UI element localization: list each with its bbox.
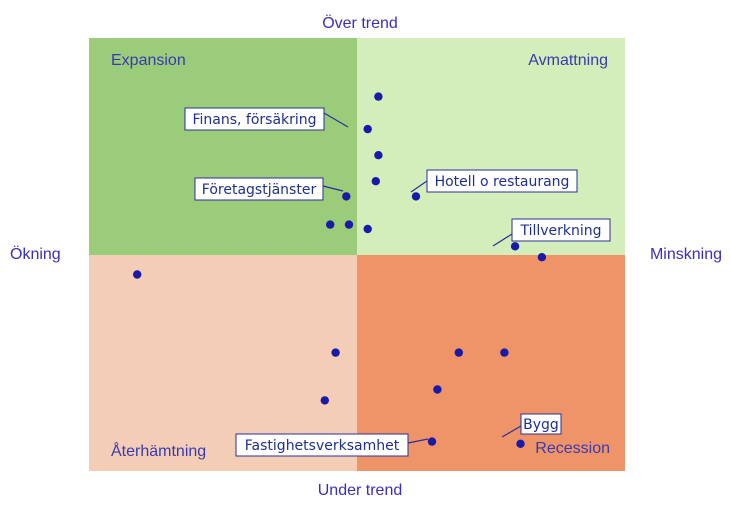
point-label: Finans, försäkring [192,112,316,128]
data-point [374,151,383,160]
data-point [427,437,437,446]
callout-leader-line [492,233,513,247]
data-point [411,192,421,201]
data-point [320,396,329,405]
point-label: Tillverkning [519,223,601,239]
callout-box [426,169,578,193]
callout-leader-line [407,438,429,444]
callout: Finans, försäkring [184,107,349,131]
axis-label-right: Minskning [650,246,722,263]
data-point [516,439,525,448]
callout: Bygg [501,413,562,438]
point-label: Bygg [523,417,559,433]
data-point [433,385,442,394]
axis-label-top: Över trend [322,14,398,32]
axis-labels: Över trend Under trend Ökning Minskning [10,14,722,499]
quadrant-top-left [89,38,357,255]
callout-leader-line [322,185,344,192]
callout-box [511,218,611,242]
callout: Företagstjänster [194,177,344,201]
data-point [537,253,547,262]
callout-leader-line [501,425,522,438]
data-points [133,92,547,448]
callout-leader-line [410,180,428,193]
point-label: Företagstjänster [202,182,317,198]
data-point [363,224,372,234]
data-point [500,348,509,357]
point-label: Hotell o restaurang [435,174,570,190]
quadrant-label-top-right: Avmattning [528,52,608,69]
axis-label-left: Ökning [10,245,61,263]
callout-leader-line [323,112,349,128]
callout-box [184,107,325,131]
callout-box [235,433,409,457]
axis-label-bottom: Under trend [318,482,403,499]
data-point [363,124,372,134]
data-point [510,242,520,251]
data-point [326,220,335,229]
quadrant-label-bottom-left: Återhämtning [111,441,206,460]
data-point [331,348,340,357]
quadrant-label-bottom-right: Recession [535,440,610,457]
data-point [371,177,380,186]
data-point [342,192,351,201]
callout-box [194,177,324,201]
callout-box [520,413,562,435]
callout: Tillverkning [492,218,611,247]
data-point [374,92,383,101]
quadrant-label-top-left: Expansion [111,52,186,69]
data-point [454,348,463,357]
data-point [133,270,142,279]
callout: Fastighetsverksamhet [235,433,429,457]
callout: Hotell o restaurang [410,169,578,193]
point-label: Fastighetsverksamhet [245,438,400,454]
data-point [344,220,354,229]
